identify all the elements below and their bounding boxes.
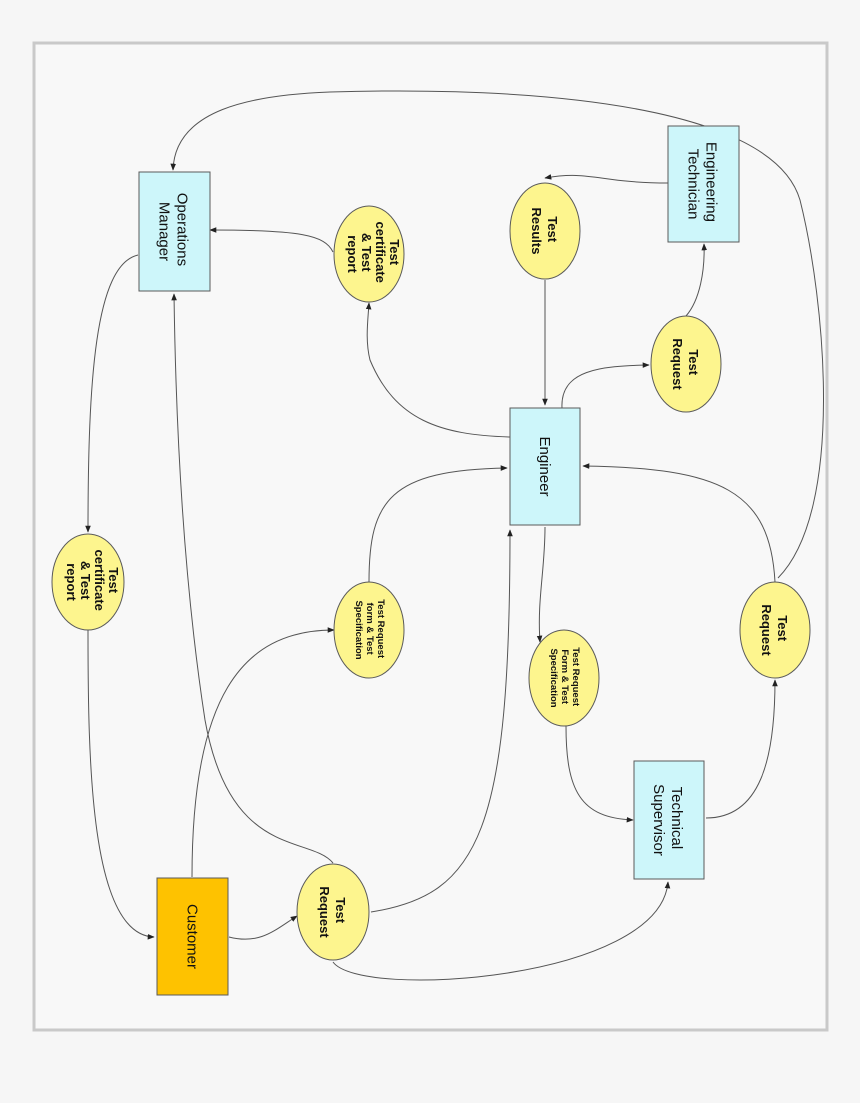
test-cert-top-ellipse	[333, 205, 405, 303]
engineering-technician-box	[667, 125, 740, 243]
test-cert-top-node: Test certificate & Test report	[333, 205, 405, 303]
edge-request-right-to-engineer	[582, 463, 776, 583]
edge-customer-to-reqform-mid	[191, 627, 335, 878]
customer-label: Customer	[184, 904, 201, 969]
edge-technician-to-results	[544, 174, 669, 184]
test-cert-left-ellipse	[51, 533, 125, 631]
operations-manager-node: Operations Manager	[138, 171, 211, 292]
test-request-bottom-node: Test Request	[296, 863, 370, 961]
test-request-bottom-ellipse	[296, 863, 370, 961]
customer-box	[156, 877, 229, 996]
edge-request-bottom-to-ops	[171, 293, 334, 864]
test-req-form-mid-ellipse	[333, 581, 405, 679]
edge-cert-top-to-ops	[209, 227, 334, 253]
engineer-label: Engineer	[536, 436, 553, 496]
edge-reqform-right-to-supervisor	[565, 725, 634, 823]
edge-supervisor-to-request-right	[705, 679, 778, 819]
test-results-label: Test Results	[529, 208, 560, 255]
technical-supervisor-box	[633, 760, 705, 880]
engineering-technician-node: Engineering Technician	[667, 125, 740, 243]
technical-supervisor-node: Technical Supervisor	[633, 760, 705, 880]
edge-request-right-to-ops	[170, 90, 824, 579]
engineer-node: Engineer	[509, 407, 581, 526]
edges	[85, 90, 824, 981]
customer-node: Customer	[156, 877, 229, 996]
edge-request-bottom-to-supervisor	[332, 881, 671, 981]
edge-cert-left-to-customer	[87, 629, 155, 940]
test-request-bottom-label: Test Request	[317, 886, 348, 938]
test-results-node: Test Results	[509, 182, 581, 280]
technical-supervisor-label: Technical Supervisor	[650, 784, 685, 856]
test-request-top-label: Test Request	[670, 338, 701, 390]
edge-engineer-to-cert-top	[365, 302, 511, 438]
operations-manager-label: Operations Manager	[156, 193, 191, 271]
test-results-ellipse	[509, 182, 581, 280]
test-req-form-mid-label: Test Request form & Test Specification	[353, 599, 386, 661]
edge-reqform-mid-to-engineer	[368, 465, 508, 583]
engineer-box	[509, 407, 581, 526]
test-req-form-mid-node: Test Request form & Test Specification	[333, 581, 405, 679]
test-request-right-label: Test Request	[759, 604, 790, 656]
test-req-form-right-node: Test Request Form & Test Specification	[528, 629, 600, 727]
test-request-top-node: Test Request	[650, 315, 722, 413]
edge-customer-to-request-bottom	[228, 915, 298, 940]
edge-request-top-to-technician	[685, 243, 708, 317]
test-cert-left-node: Test certificate & Test report	[51, 533, 125, 631]
edge-engineer-to-request-top	[561, 362, 650, 409]
test-req-form-right-label: Test Request Form & Test Specification	[548, 647, 581, 709]
edge-request-bottom-to-engineer	[370, 529, 513, 913]
edge-ops-to-cert-left	[85, 254, 139, 533]
test-cert-top-label: Test certificate & Test report	[345, 221, 402, 286]
engineering-technician-label: Engineering Technician	[685, 142, 720, 226]
test-request-right-ellipse	[739, 581, 811, 679]
test-request-top-ellipse	[650, 315, 722, 413]
test-request-right-node: Test Request	[739, 581, 811, 679]
edge-engineer-to-reqform-right	[536, 526, 546, 643]
test-cert-left-label: Test certificate & Test report	[64, 549, 121, 614]
test-req-form-right-ellipse	[528, 629, 600, 727]
operations-manager-box	[138, 171, 211, 292]
